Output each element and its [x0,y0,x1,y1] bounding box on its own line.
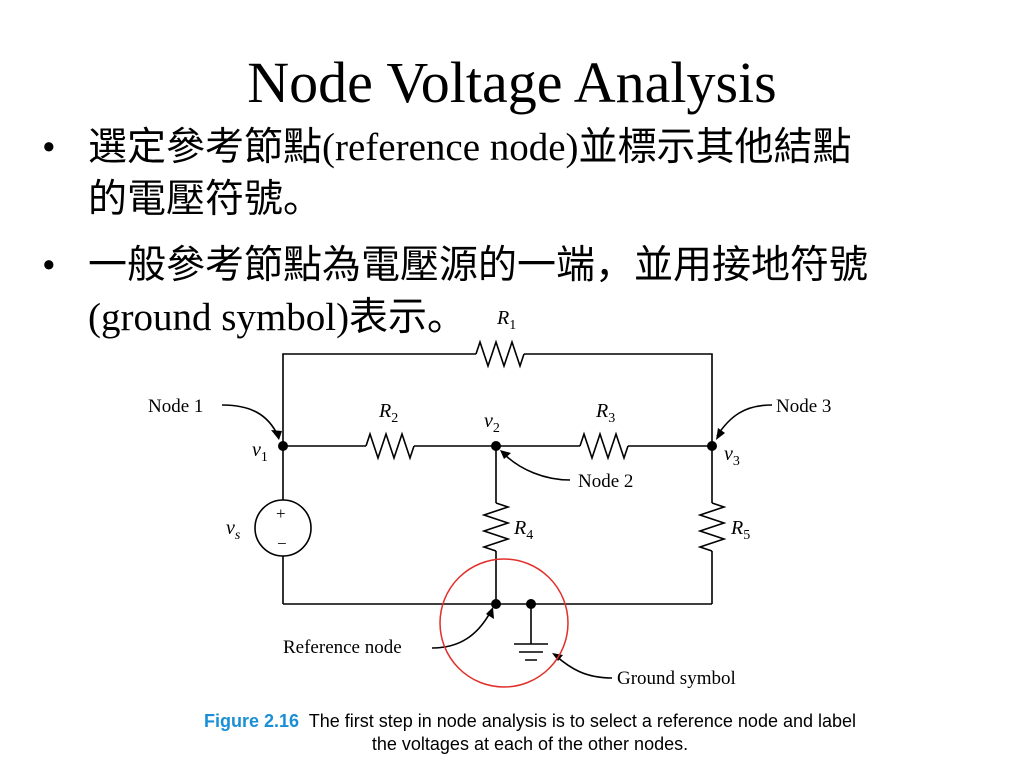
resistor-r3 [579,431,629,461]
arrowhead-node1 [271,430,282,440]
label-node2: Node 2 [578,471,633,492]
pointer-ground [555,655,613,679]
node-dot-v2 [491,441,501,451]
label-vs: vs [226,517,241,543]
bullet-list: • 選定參考節點(reference node)並標示其他結點 的電壓符號。 •… [40,122,1010,358]
caption-line-2: the voltages at each of the other nodes. [371,734,689,754]
node-dot-ground [526,599,536,609]
arrowhead-node3 [716,428,725,440]
label-r2: R2 [378,400,398,426]
resistor-r4 [481,502,511,552]
arrowhead-reference [486,607,494,619]
caption-text: The first step in node analysis is to se… [308,711,857,731]
bullet-2-line-2: (ground symbol)表示。 [88,296,467,339]
bullet-2-line-1: 一般參考節點為電壓源的一端，並用接地符號 [88,244,869,287]
bullet-1-line-1: 選定參考節點(reference node)並標示其他結點 [88,126,852,169]
resistor-r5 [697,502,727,552]
label-node3: Node 3 [776,396,831,417]
label-plus: + [276,504,286,523]
arrowhead-ground [552,653,563,661]
highlight-circle [439,558,569,688]
figure-caption: Figure 2.16 The first step in node analy… [80,710,980,756]
label-minus: − [277,534,287,553]
caption-line-1: Figure 2.16 The first step in node analy… [80,710,980,733]
label-v2: v2 [484,410,500,436]
caption-figure-label: Figure 2.16 [203,711,300,731]
bullet-marker: • [42,244,56,287]
resistor-r2 [365,431,415,461]
ground-symbol-lines [514,643,548,661]
slide-title: Node Voltage Analysis [247,50,777,115]
label-reference-node: Reference node [283,637,402,658]
node-dot-reference [491,599,501,609]
pointer-node1 [221,404,279,437]
label-v3: v3 [724,443,740,469]
label-ground-symbol: Ground symbol [617,668,736,689]
bullet-item-2: • 一般參考節點為電壓源的一端，並用接地符號 (ground symbol)表示… [40,240,1010,344]
bullet-item-1: • 選定參考節點(reference node)並標示其他結點 的電壓符號。 [40,122,1010,226]
label-r5: R5 [730,517,750,543]
node-dot-v1 [278,441,288,451]
label-v1: v1 [252,439,268,465]
voltage-source [254,499,312,557]
node-dot-v3 [707,441,717,451]
pointer-reference [431,610,492,649]
label-r4: R4 [513,517,533,543]
pointer-node2 [502,452,571,481]
pointer-node3 [716,404,773,437]
arrowhead-node2 [500,450,511,459]
label-r3: R3 [595,400,615,426]
label-node1: Node 1 [148,396,203,417]
bullet-1-line-2: 的電壓符號。 [88,178,323,221]
bullet-marker: • [42,126,56,169]
wire-top [282,353,713,446]
